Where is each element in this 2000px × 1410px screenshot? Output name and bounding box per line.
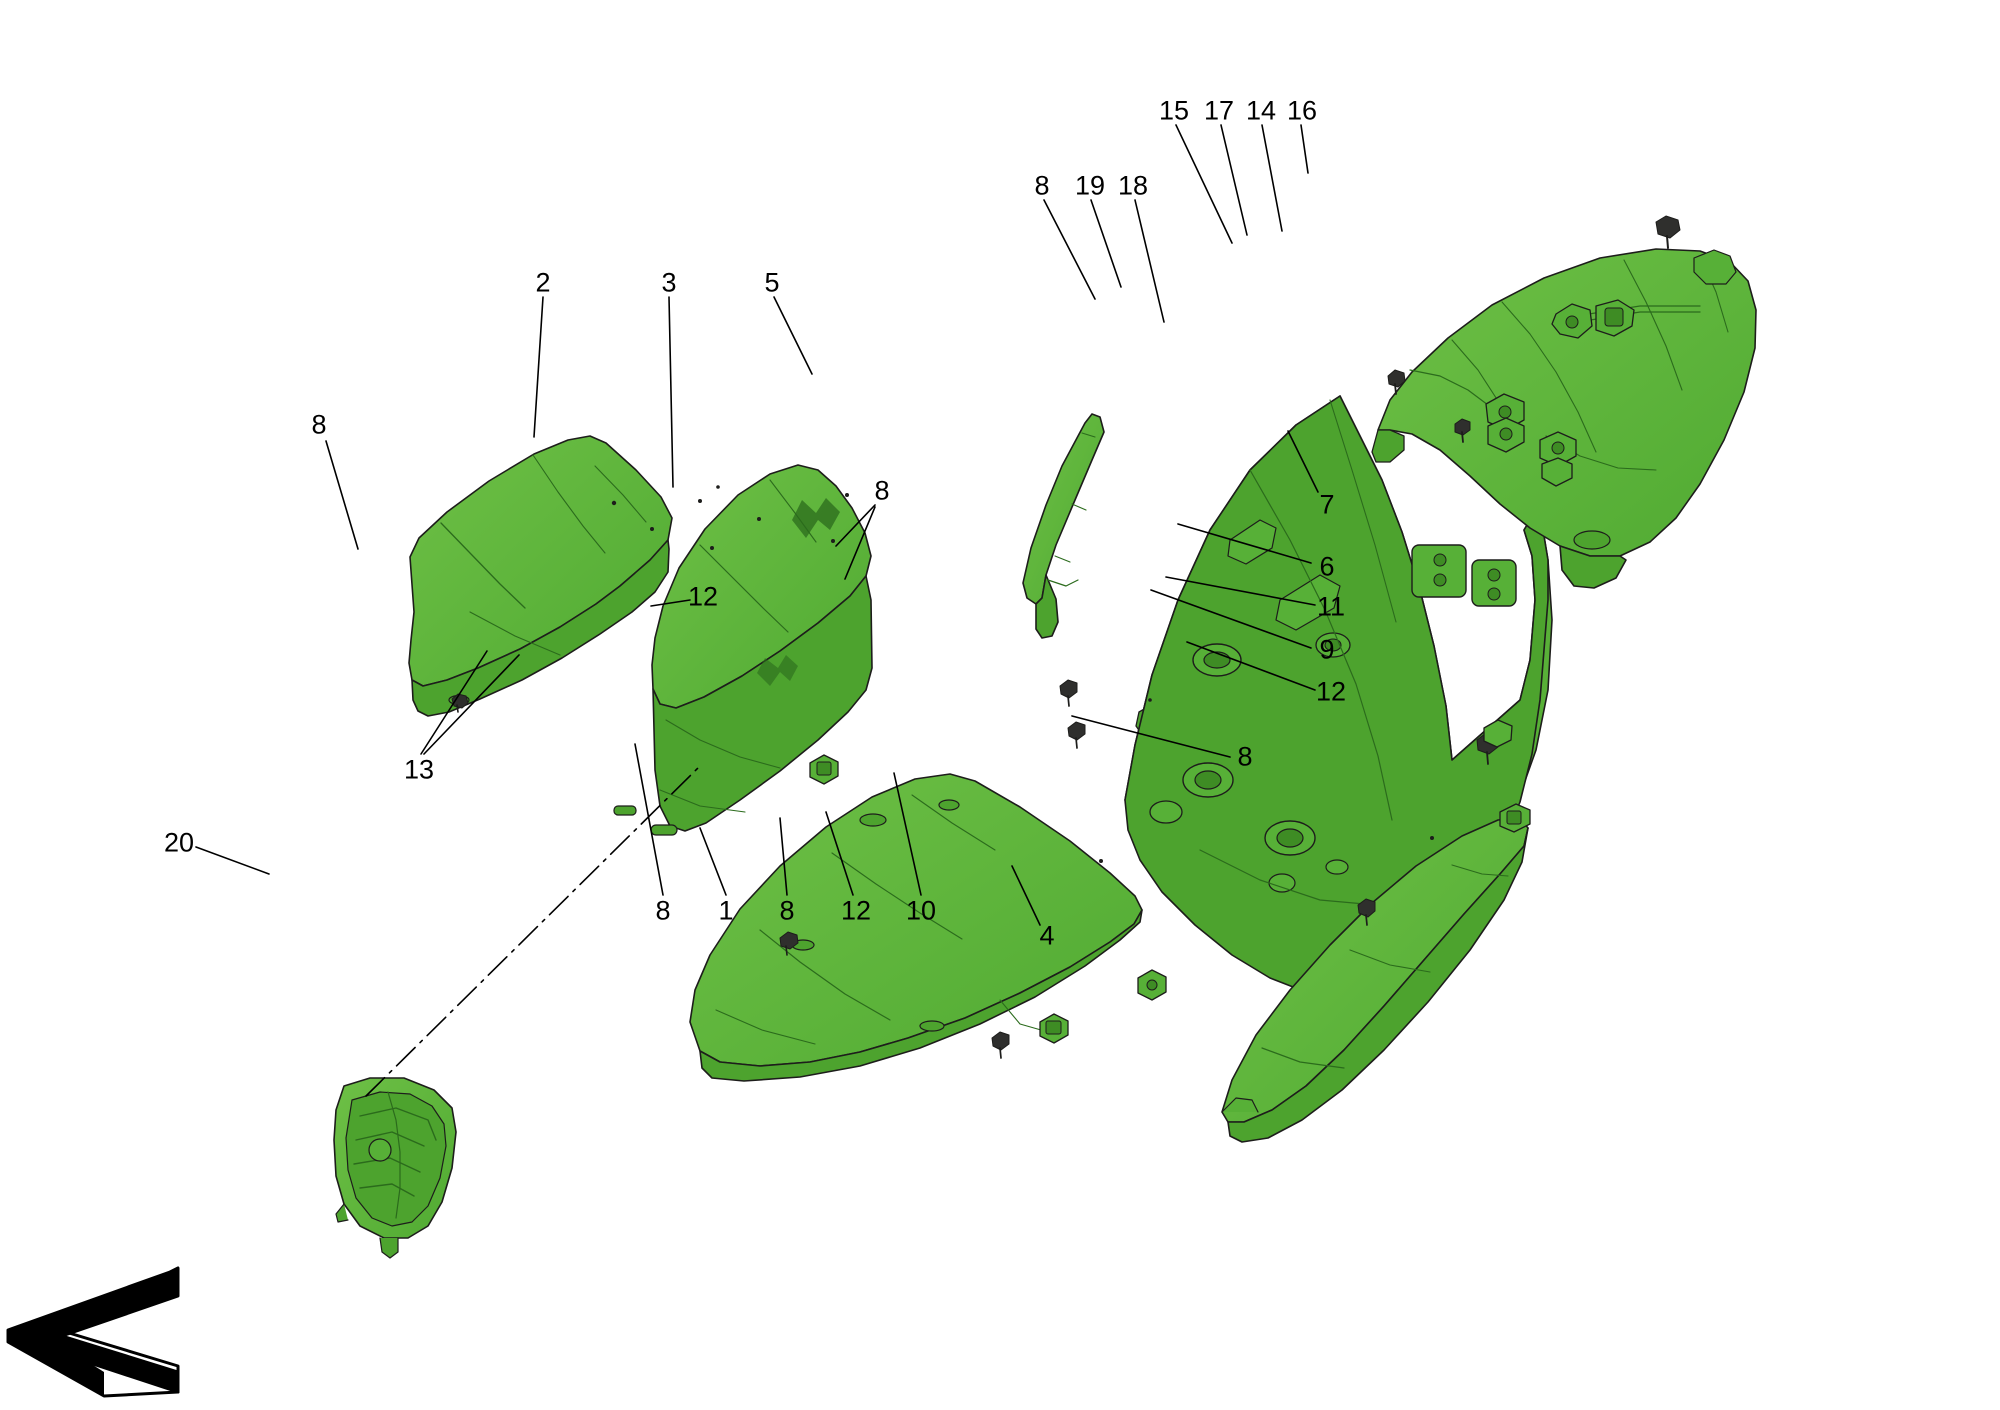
clip-10 xyxy=(1137,969,1167,1001)
callout-8-part2: 8 xyxy=(311,409,327,440)
stipple-dots xyxy=(611,485,1434,863)
clip-group-15-17 xyxy=(1551,299,1635,339)
callout-1: 1 xyxy=(718,895,734,926)
callout-15: 15 xyxy=(1158,95,1190,126)
fastener-8-upper xyxy=(1454,418,1471,443)
callout-3: 3 xyxy=(661,267,677,298)
callout-8-part3: 8 xyxy=(874,475,890,506)
callout-11: 11 xyxy=(1316,591,1346,622)
part-5-b-pillar-trim xyxy=(1022,413,1105,639)
callout-8-right: 8 xyxy=(1237,741,1253,772)
callout-12-lower: 12 xyxy=(840,895,872,926)
callout-2: 2 xyxy=(535,267,551,298)
part-6-rear-wheelarch-liner xyxy=(1124,395,1553,997)
fastener-8-right xyxy=(1357,898,1376,926)
clip-9 xyxy=(1483,719,1513,748)
callout-8-lower: 8 xyxy=(779,895,795,926)
callout-12-part3: 12 xyxy=(687,581,719,612)
callout-4: 4 xyxy=(1039,920,1055,951)
fastener-8-part3 xyxy=(1059,679,1086,749)
part-4-lower-sill-trim xyxy=(1221,817,1529,1143)
fastener-16 xyxy=(1655,215,1681,249)
assembly-centre-line xyxy=(365,765,701,1097)
fastener-8-lower-left xyxy=(991,1031,1010,1059)
callout-18: 18 xyxy=(1117,170,1149,201)
callout-10: 10 xyxy=(905,895,937,926)
callout-12-right: 12 xyxy=(1315,676,1347,707)
leader-lines xyxy=(195,124,1319,926)
callout-9: 9 xyxy=(1319,634,1335,665)
callout-8-top: 8 xyxy=(1034,170,1050,201)
callout-14: 14 xyxy=(1245,95,1277,126)
clip-group-18 xyxy=(1485,393,1577,487)
clip-12-right xyxy=(1499,803,1531,833)
callout-19: 19 xyxy=(1074,170,1106,201)
part-20-module-assembly xyxy=(333,1077,457,1259)
part-2-rear-fender-left xyxy=(408,435,673,717)
part-7-upper-rear-panel xyxy=(1371,248,1757,589)
callout-5: 5 xyxy=(764,267,780,298)
part-1-lower-side-shield xyxy=(689,773,1143,1082)
callout-8-part1: 8 xyxy=(655,895,671,926)
clip-12-bottom xyxy=(1039,1013,1069,1044)
fastener-8-on-part-2 xyxy=(451,693,469,713)
fastener-19 xyxy=(1387,369,1406,395)
clip-12-part3 xyxy=(809,754,839,785)
callout-17: 17 xyxy=(1203,95,1235,126)
callout-16: 16 xyxy=(1286,95,1318,126)
callout-6: 6 xyxy=(1319,551,1335,582)
callout-13: 13 xyxy=(403,754,435,785)
callout-20: 20 xyxy=(163,827,195,858)
callout-7: 7 xyxy=(1319,489,1335,520)
direction-arrow xyxy=(6,1266,180,1398)
